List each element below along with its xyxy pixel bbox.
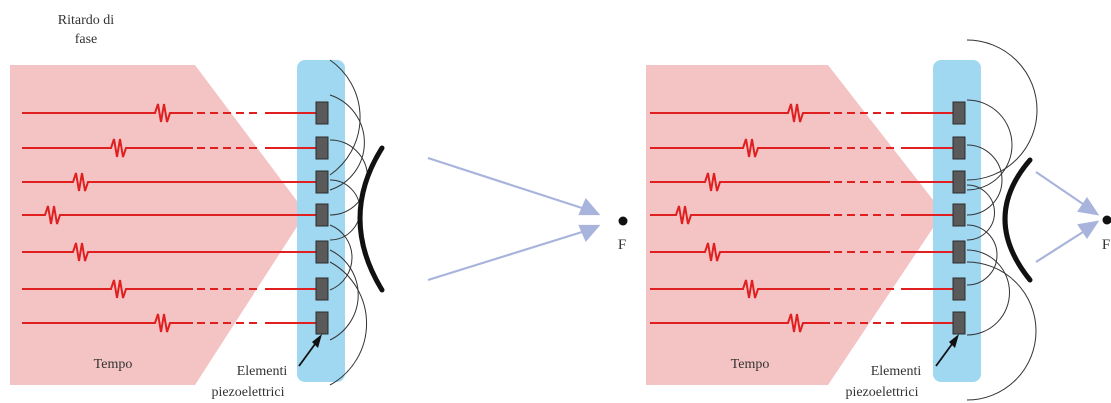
piezo-element	[952, 136, 966, 160]
focus-arrow	[427, 156, 583, 210]
right-signal-lines	[650, 103, 953, 333]
piezo-element	[315, 240, 329, 264]
signal-line	[650, 138, 830, 158]
piezo-element	[952, 311, 966, 335]
wavelet-arc	[966, 249, 1010, 336]
piezo-element	[952, 240, 966, 264]
wavelet-arc	[966, 224, 998, 286]
left-elements-label-line2: piezoelettrici	[211, 385, 284, 400]
piezo-element	[952, 203, 966, 227]
wavelet-arc	[966, 99, 1013, 191]
signal-line	[22, 242, 193, 262]
right-focus-label: F	[1102, 237, 1110, 253]
wavelet-arc	[966, 184, 995, 241]
wavelet-arc	[329, 224, 353, 291]
left-time-label: Tempo	[94, 357, 133, 372]
arrowhead	[578, 197, 601, 216]
signal-line	[22, 103, 193, 123]
wavelet-arc	[966, 39, 1038, 181]
signal-line	[650, 279, 830, 299]
right-time-label: Tempo	[731, 357, 770, 372]
signal-line	[22, 279, 193, 299]
left-focus-arrows	[427, 156, 601, 282]
left-elements-pointer	[298, 334, 322, 367]
piezo-element	[315, 101, 329, 125]
left-panel: Ritardo di fase Tempo Elementi piezoelet…	[10, 13, 628, 400]
left-focus-label: F	[618, 237, 626, 253]
right-elements-pointer	[935, 334, 959, 367]
wavelet-arc	[966, 144, 1003, 216]
left-piezo-elements	[315, 101, 329, 335]
right-wavefront	[1002, 157, 1033, 283]
signal-line	[22, 138, 193, 158]
piezo-element	[952, 101, 966, 125]
signal-line	[22, 205, 316, 225]
piezo-element	[952, 277, 966, 301]
signal-line	[650, 103, 830, 123]
wavelet-arc	[966, 261, 1037, 401]
right-piezo-elements	[952, 101, 966, 335]
piezo-element	[315, 277, 329, 301]
right-elements-label-line2: piezoelettrici	[845, 385, 918, 400]
focus-arrow	[1035, 231, 1084, 263]
left-phase-delay-label-line1: Ritardo di	[58, 13, 114, 28]
signal-line	[22, 313, 193, 333]
left-wavefront	[357, 145, 385, 293]
right-panel: Tempo Elementi piezoelettrici F	[646, 39, 1111, 401]
right-wavelets	[966, 39, 1038, 401]
left-elements-label-line1: Elementi	[237, 364, 288, 379]
left-signal-lines	[22, 103, 316, 333]
piezo-element	[315, 203, 329, 227]
wavelet-arc	[329, 249, 359, 341]
arrowhead	[1077, 220, 1100, 239]
piezo-element	[315, 136, 329, 160]
wavelet-arc	[329, 94, 365, 191]
focus-arrow	[427, 230, 583, 282]
arrowhead	[1077, 197, 1100, 216]
focus-arrow	[1035, 171, 1084, 205]
wavelet-arc	[329, 59, 361, 176]
right-elements-label-line1: Elementi	[871, 364, 922, 379]
signal-line	[650, 205, 830, 225]
right-focus-point	[1102, 215, 1111, 225]
right-focus-arrows	[1035, 171, 1100, 263]
wavelet-arc	[329, 261, 368, 386]
signal-line	[22, 172, 193, 192]
left-phase-delay-label-line2: fase	[75, 32, 98, 47]
left-focus-point	[618, 216, 628, 226]
piezo-element	[315, 311, 329, 335]
right-time-background	[646, 65, 937, 385]
signal-line	[650, 172, 830, 192]
signal-line	[650, 313, 830, 333]
signal-line	[650, 242, 830, 262]
arrowhead	[578, 224, 601, 243]
piezo-element	[315, 170, 329, 194]
piezo-element	[952, 170, 966, 194]
left-time-background	[10, 65, 300, 385]
